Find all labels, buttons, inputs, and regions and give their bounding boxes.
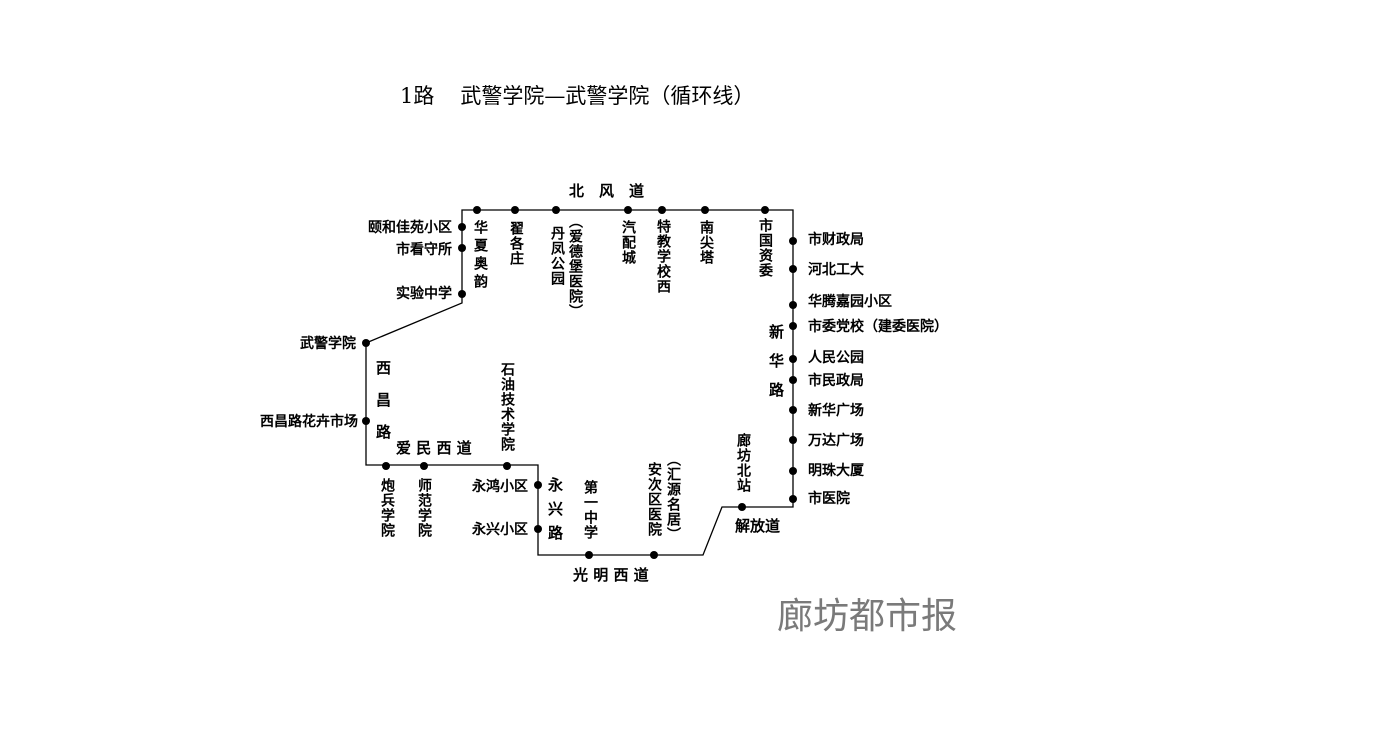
stop-dot [458,244,466,252]
station-city-hospital: 市医院 [808,491,850,507]
stop-dot [534,525,542,533]
stop-dot [789,467,797,475]
station-qipeicheng: 汽配城 [620,220,636,265]
station-guoziwei: 市国资委 [757,218,773,278]
station-shiyan-middle-school: 实验中学 [396,286,452,302]
road-label-beifeng: 北 风 道 [569,182,645,200]
route-title: 1路 武警学院—武警学院（循环线） [400,80,754,110]
station-renmin-park: 人民公园 [808,350,864,366]
stop-dot [534,481,542,489]
stop-dot [473,206,481,214]
route-number: 1路 [400,84,435,108]
station-yonghong: 永鸿小区 [472,479,528,495]
stop-dot [789,237,797,245]
stop-dot [552,206,560,214]
station-langfang-north: 廊坊北站 [735,433,751,493]
station-mingzhu-tower: 明珠大厦 [808,463,864,479]
stop-dot [789,406,797,414]
stop-dot [789,355,797,363]
stop-dot [511,206,519,214]
route-line [365,209,794,556]
road-label-jiefang: 解放道 [735,517,781,535]
station-zhaigezhuang: 翟各庄 [508,221,524,266]
stop-dot [658,206,666,214]
station-nanjianta: 南尖塔 [698,220,714,265]
station-normal-college: 师范学院 [416,478,432,538]
station-petroleum-tech: 石油技术学院 [499,362,515,452]
stop-dot [362,417,370,425]
road-label-xichang: 西昌路 [374,360,392,456]
watermark: 廊坊都市报 [777,596,958,637]
stop-dot [701,206,709,214]
stop-dot [738,503,746,511]
station-anci-hospital-note: （汇源名居） [665,452,681,542]
station-wanda-square: 万达广场 [808,433,864,449]
stop-dot [789,301,797,309]
station-huaxia-aoyun: 华夏奥韵 [472,220,488,292]
station-dots [362,206,797,559]
station-shiwei-dangxiao: 市委党校（建委医院） [808,319,948,335]
stop-dot [420,462,428,470]
station-huateng-jiayuan: 华腾嘉园小区 [808,294,892,310]
station-xichang-flower-market: 西昌路花卉市场 [260,414,358,430]
stop-dot [789,436,797,444]
station-paobing-college: 炮兵学院 [379,478,395,538]
stop-dot [789,376,797,384]
station-danfeng-park: 丹凤公园 [549,226,565,286]
station-hebei-gongda: 河北工大 [808,262,864,278]
stop-dot [458,223,466,231]
stop-dot [585,551,593,559]
station-kanshousuo: 市看守所 [396,242,452,258]
stop-dot [761,206,769,214]
station-tejiao-school-west: 特教学校西 [655,219,671,294]
stop-dot [650,551,658,559]
station-anci-hospital: 安次区医院 [646,462,662,537]
route-name: 武警学院—武警学院（循环线） [460,84,755,108]
road-label-xinhua: 新华路 [767,324,785,411]
station-first-middle-school: 第一中学 [582,480,598,540]
station-yihe-jiayuan: 颐和佳苑小区 [368,220,452,236]
stop-dot [503,462,511,470]
road-label-guangming: 光 明 西 道 [573,566,649,584]
station-wujing-college: 武警学院 [300,336,356,352]
station-danfeng-park-note: （爱德堡医院） [567,214,583,319]
station-caizhengju: 市财政局 [808,232,864,248]
station-yongxing: 永兴小区 [472,522,528,538]
stop-dot [789,322,797,330]
stop-dot [789,495,797,503]
stop-dot [789,265,797,273]
stop-dot [382,462,390,470]
stop-dot [362,339,370,347]
stop-dot [624,206,632,214]
stop-dot [458,290,466,298]
station-xinhua-square: 新华广场 [808,403,864,419]
road-label-aimin: 爱 民 西 道 [396,439,472,457]
station-minzhengju: 市民政局 [808,373,864,389]
road-label-yongxing: 永兴路 [546,477,564,549]
